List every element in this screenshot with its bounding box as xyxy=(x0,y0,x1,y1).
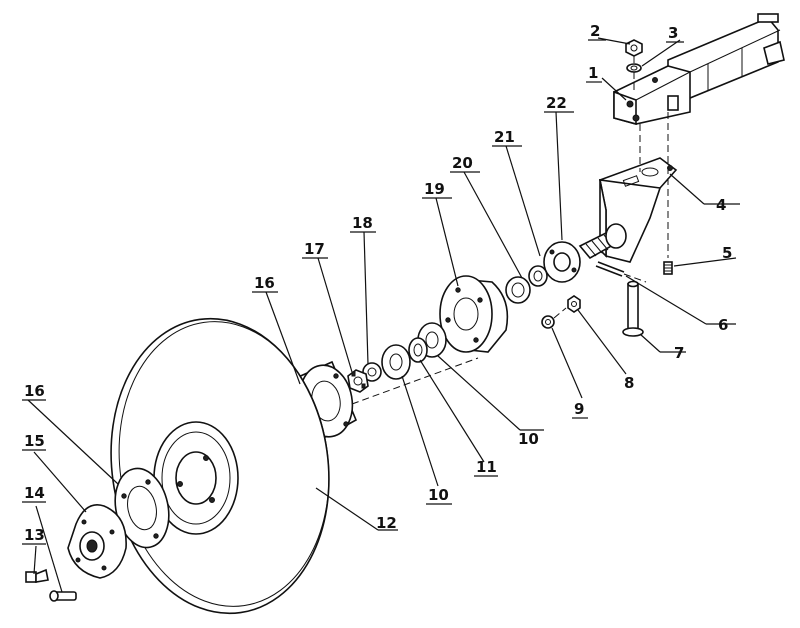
label-22: 22 xyxy=(546,94,567,112)
label-20: 20 xyxy=(452,154,473,172)
label-17: 17 xyxy=(304,240,325,258)
label-10-left: 10 xyxy=(428,486,449,504)
part-labels: 2 3 1 4 5 6 7 8 9 10 11 10 12 13 14 15 1… xyxy=(24,22,732,544)
bolt-7 xyxy=(622,280,644,337)
bearing-10-front xyxy=(381,344,411,380)
label-1: 1 xyxy=(588,64,598,82)
label-11: 11 xyxy=(476,458,497,476)
hub-19 xyxy=(439,275,509,353)
washer-3 xyxy=(626,63,642,73)
grease-nipple-13 xyxy=(25,568,49,583)
label-2: 2 xyxy=(590,22,600,40)
label-16-rear: 16 xyxy=(254,274,275,292)
washer-21 xyxy=(543,241,581,283)
label-6: 6 xyxy=(718,316,728,334)
label-10-right: 10 xyxy=(518,430,539,448)
label-7: 7 xyxy=(674,344,684,362)
label-12: 12 xyxy=(376,514,397,532)
label-21: 21 xyxy=(494,128,515,146)
bearing-11 xyxy=(408,337,428,363)
label-15: 15 xyxy=(24,432,45,450)
mounting-arm xyxy=(613,13,785,126)
leader-lines xyxy=(27,37,740,593)
label-4: 4 xyxy=(716,196,726,214)
disc-12 xyxy=(110,317,330,615)
bolt-5 xyxy=(663,261,673,275)
label-3: 3 xyxy=(668,24,678,42)
seal-ring xyxy=(505,276,531,304)
label-13: 13 xyxy=(24,526,45,544)
nut-2 xyxy=(625,39,643,57)
hub-cap-15 xyxy=(67,504,127,579)
label-18: 18 xyxy=(352,214,373,232)
label-5: 5 xyxy=(722,244,732,262)
spacer-20 xyxy=(528,265,548,287)
label-16-front: 16 xyxy=(24,382,45,400)
label-underlines xyxy=(22,39,684,545)
bolt-14 xyxy=(49,590,77,602)
flange-16-front xyxy=(114,467,170,549)
spindle-22 xyxy=(578,223,627,260)
label-19: 19 xyxy=(424,180,445,198)
label-14: 14 xyxy=(24,484,45,502)
washer-9 xyxy=(541,315,555,329)
label-9: 9 xyxy=(574,400,584,418)
label-8: 8 xyxy=(624,374,634,392)
pin-6 xyxy=(595,261,625,277)
castle-nut-17 xyxy=(347,369,369,393)
nut-8 xyxy=(567,295,581,313)
